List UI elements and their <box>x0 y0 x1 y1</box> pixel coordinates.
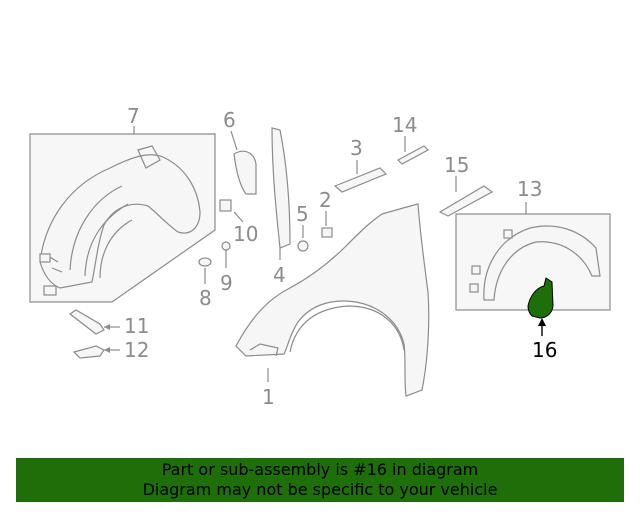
part-16-mud-flap <box>527 277 554 319</box>
part-9-screw-head <box>221 241 231 251</box>
leader-16-arrow <box>538 318 546 326</box>
part-14-group: 14 <box>392 113 429 165</box>
part-7-liner-ribs <box>47 145 161 279</box>
part-1-fender <box>235 203 430 397</box>
part-7-clip-a <box>39 253 51 263</box>
part-5-group: 5 <box>296 202 309 252</box>
callout-9: 9 <box>220 271 233 295</box>
part-2-clip <box>321 227 333 238</box>
callout-14: 14 <box>392 113 417 137</box>
part-2-group: 2 <box>319 188 333 238</box>
callout-4: 4 <box>273 263 286 287</box>
part-13-molding <box>483 225 601 301</box>
banner-line-1: Part or sub-assembly is #16 in diagram <box>161 460 479 479</box>
callout-13: 13 <box>517 177 542 201</box>
part-15-trim <box>438 185 494 217</box>
callout-3: 3 <box>350 136 363 160</box>
part-8-nut <box>198 257 212 267</box>
part-16-highlighted-group: 16 <box>527 277 557 362</box>
callout-5: 5 <box>296 202 309 226</box>
leader-11-arrow <box>104 324 110 330</box>
part-13-clip-a <box>503 229 513 239</box>
leader-12-arrow <box>104 347 110 353</box>
info-banner: Part or sub-assembly is #16 in diagram D… <box>16 458 624 502</box>
part-3-bracket <box>333 167 388 193</box>
part-3-group: 3 <box>333 136 388 193</box>
callout-11: 11 <box>124 314 149 338</box>
part-11-group: 11 <box>68 309 149 338</box>
part-7-liner <box>39 154 201 289</box>
part-1-wheel-arch <box>249 305 405 357</box>
part-6-bracket <box>233 150 257 195</box>
callout-15: 15 <box>444 153 469 177</box>
part-13-clip-b <box>471 265 481 275</box>
part-8-group: 8 <box>198 257 212 310</box>
callout-2: 2 <box>319 188 332 212</box>
leader-10 <box>233 211 244 223</box>
banner-line-2: Diagram may not be specific to your vehi… <box>142 480 498 499</box>
callout-10: 10 <box>233 222 258 246</box>
callout-8: 8 <box>199 286 212 310</box>
callout-7: 7 <box>127 104 140 128</box>
part-6-group: 6 <box>223 108 257 195</box>
part-4-seal <box>271 127 291 249</box>
callout-16: 16 <box>532 338 557 362</box>
part-12-bracket <box>72 345 105 359</box>
callout-6: 6 <box>223 108 236 132</box>
part-7-clip-b <box>43 285 57 296</box>
part-14-strip <box>397 145 429 165</box>
leader-6 <box>230 130 238 151</box>
part-12-group: 12 <box>72 338 149 362</box>
part-1-fender-group: 1 <box>235 203 430 409</box>
part-10-group: 10 <box>219 199 258 246</box>
callout-12: 12 <box>124 338 149 362</box>
part-11-bracket <box>68 309 105 335</box>
callout-1: 1 <box>262 385 275 409</box>
part-15-group: 15 <box>438 153 494 217</box>
part-10-clip <box>219 199 232 212</box>
part-13-clip-c <box>469 283 479 293</box>
part-7-fender-liner-group: 7 <box>29 104 216 303</box>
part-5-grommet <box>297 240 309 252</box>
part-9-group: 9 <box>220 241 233 295</box>
part-4-group: 4 <box>271 127 291 287</box>
